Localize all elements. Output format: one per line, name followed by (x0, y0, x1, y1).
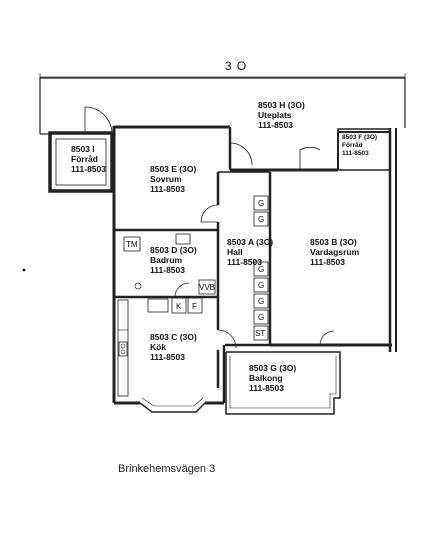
storage-i-inner (55, 138, 107, 186)
svg-text:Uteplats: Uteplats (258, 110, 292, 120)
svg-text:111-8503: 111-8503 (258, 120, 293, 130)
tm-box (123, 236, 141, 252)
svg-text:8503 A (3O): 8503 A (3O) (227, 237, 273, 247)
kitchen-sink-icon (147, 298, 169, 313)
fixture-g: G (258, 297, 264, 306)
svg-text:8503 E (3O): 8503 E (3O) (150, 164, 196, 174)
svg-text:Vardagsrum: Vardagsrum (310, 247, 360, 257)
balcony-inner (229, 356, 337, 409)
svg-text:111-8503: 111-8503 (150, 352, 185, 362)
room-label-bathroom: 8503 D (3O) Badrum 111-8503 (150, 245, 197, 275)
fixture-g: G (258, 199, 264, 208)
stove-icon (118, 341, 128, 357)
interior-walls (114, 171, 272, 388)
svg-text:Förråd: Förråd (71, 154, 98, 164)
kitchen-counter (117, 299, 129, 397)
svg-text:8503 B (3O): 8503 B (3O) (310, 237, 357, 247)
bay-window-inner (141, 397, 204, 407)
svg-text:111-8503: 111-8503 (71, 164, 106, 174)
fixture-g: G (258, 265, 264, 274)
svg-text:111-8503: 111-8503 (227, 257, 262, 267)
svg-text:Balkong: Balkong (249, 373, 283, 383)
balcony-outline (225, 351, 341, 415)
storage-i-wall (48, 131, 114, 193)
bay-window (139, 402, 206, 413)
svg-text:8503 C (3O): 8503 C (3O) (150, 332, 197, 342)
room-label-balcony: 8503 G (3O) Balkong 111-8503 (249, 363, 296, 393)
bath-sink-icon (175, 233, 191, 245)
fixture-g: G (258, 313, 264, 322)
svg-text:111-8503: 111-8503 (249, 383, 284, 393)
stove-burner-icon (120, 343, 126, 349)
fixture-f: F (192, 302, 197, 311)
room-label-kitchen: 8503 C (3O) Kök 111-8503 (150, 332, 197, 362)
fixture-k: K (176, 302, 182, 311)
vvb-box (198, 279, 216, 295)
toilet-icon (134, 282, 142, 290)
fixture-g: G (258, 281, 264, 290)
svg-text:8503 F (3O): 8503 F (3O) (342, 134, 377, 141)
door-arcs (174, 142, 335, 349)
svg-text:Förråd: Förråd (342, 141, 363, 149)
storage-i-door (84, 106, 113, 135)
fixture-st: ST (255, 329, 265, 338)
fixture-tm: TM (126, 240, 138, 249)
svg-text:111-8503: 111-8503 (310, 257, 345, 267)
room-label-patio: 8503 H (3O) Uteplats 111-8503 (258, 100, 305, 130)
patio-outline (39, 77, 406, 134)
svg-text:8503 D (3O): 8503 D (3O) (150, 245, 197, 255)
svg-text:8503 I: 8503 I (71, 144, 95, 154)
fridge-box (171, 297, 187, 314)
svg-text:111-8503: 111-8503 (150, 184, 185, 194)
room-label-storage-f: 8503 F (3O) Förråd 111-8503 (342, 134, 377, 157)
dimension-label: 3 O (225, 59, 247, 73)
address-label: Brinkehemsvägen 3 (118, 463, 215, 475)
stove-burner-icon (120, 349, 126, 355)
svg-text:Hall: Hall (227, 247, 243, 257)
storage-f-box (337, 128, 391, 171)
room-label-bedroom: 8503 E (3O) Sovrum 111-8503 (150, 164, 196, 194)
svg-text:8503 G (3O): 8503 G (3O) (249, 363, 296, 373)
svg-text:Sovrum: Sovrum (150, 174, 182, 184)
wardrobe-boxes (253, 195, 269, 341)
svg-text:Badrum: Badrum (150, 255, 183, 265)
fixture-g: G (258, 215, 264, 224)
freezer-box (187, 297, 203, 314)
svg-text:Kök: Kök (150, 342, 166, 352)
svg-text:111-8503: 111-8503 (342, 150, 369, 157)
room-label-living-room: 8503 B (3O) Vardagsrum 111-8503 (310, 237, 360, 267)
room-label-hall: 8503 A (3O) Hall 111-8503 (227, 237, 273, 267)
room-label-storage-i: 8503 I Förråd 111-8503 (71, 144, 106, 174)
svg-text:111-8503: 111-8503 (150, 265, 185, 275)
svg-text:8503 H (3O): 8503 H (3O) (258, 100, 305, 110)
dimension-line (39, 73, 406, 81)
fixture-vvb: VVB (199, 283, 215, 292)
marker-dot (22, 268, 26, 272)
